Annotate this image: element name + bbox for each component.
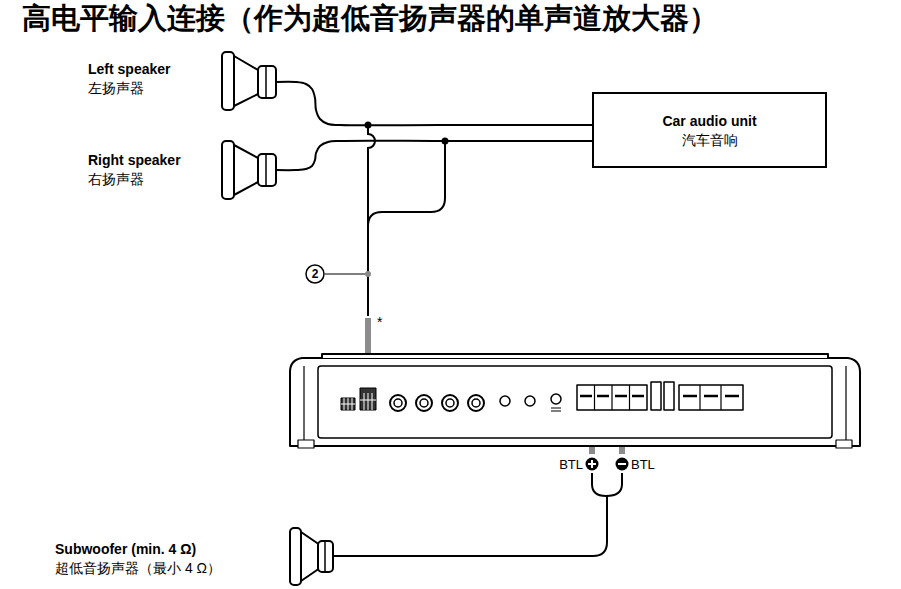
subwoofer-wire: [334, 496, 607, 556]
switch-mark: [551, 408, 561, 411]
power-terminal: [700, 385, 721, 410]
connector-socket: [341, 398, 355, 410]
minus-symbol: [616, 458, 629, 471]
plus-symbol: [591, 460, 593, 468]
terminal-block: [577, 385, 647, 410]
polarity-symbols: [586, 458, 629, 471]
node-heading: Left speaker: [88, 60, 276, 78]
speaker-magnet: [258, 66, 276, 98]
rca-jack: [420, 399, 428, 407]
plus-symbol: [586, 458, 599, 471]
speaker-rim: [222, 52, 234, 110]
rca-jack: [394, 399, 402, 407]
audio-unit-box: Car audio unit汽车音响: [592, 92, 827, 168]
control-knob: [551, 394, 561, 404]
node-subtext: 超低音扬声器（最小 4 Ω）: [55, 559, 333, 577]
high-level-socket: [360, 393, 376, 410]
left-speaker-symbol: [222, 52, 276, 110]
amplifier-foot: [298, 440, 314, 448]
subwoofer-node: Subwoofer (min. 4 Ω)超低音扬声器（最小 4 Ω）: [55, 528, 333, 585]
fuse: [664, 382, 674, 410]
node-subtext: 右扬声器: [88, 170, 276, 188]
amplifier-top: [322, 354, 828, 358]
terminal-label: BTL: [559, 458, 583, 471]
node-heading: Car audio unit: [606, 112, 813, 130]
callout-number: 2: [312, 268, 319, 280]
amplifier-panel: [318, 366, 832, 438]
amplifier-bracket: [845, 366, 846, 440]
high-level-socket: [360, 388, 376, 410]
speaker-rim: [222, 141, 234, 199]
speaker-wire: [276, 82, 592, 126]
control-knob: [525, 396, 535, 406]
rca-jack: [416, 395, 432, 411]
speaker-magnet: [258, 154, 276, 186]
speaker-magnet-line: [324, 541, 326, 572]
tap-wires: [325, 125, 622, 556]
rca-jack: [468, 395, 484, 411]
speaker-node: Left speaker左扬声器: [88, 52, 276, 110]
tap-wire: [368, 141, 445, 226]
terminal-screw: [683, 395, 739, 398]
speaker-magnet-line: [265, 154, 267, 186]
speaker-magnet-line: [265, 66, 267, 98]
node-heading: Subwoofer (min. 4 Ω): [55, 540, 333, 558]
rca-jack: [446, 399, 454, 407]
speaker-wire: [276, 141, 592, 170]
subwoofer-wire: [592, 473, 622, 496]
amplifier-housing: [290, 358, 860, 446]
speaker-cone: [234, 56, 258, 106]
minus-symbol: [618, 463, 626, 465]
amplifier-drawing: [290, 354, 860, 448]
node-subtext: 左扬声器: [88, 79, 276, 97]
fuse: [651, 382, 661, 410]
amplifier-foot: [836, 440, 852, 448]
node-subtext: 汽车音响: [606, 131, 813, 149]
amplifier-bracket: [303, 366, 304, 440]
junction-dot: [365, 271, 371, 277]
rca-jack: [442, 395, 458, 411]
terminal-block: [595, 385, 630, 410]
speaker-magnet: [318, 541, 333, 572]
diagram-title: 高电平输入连接（作为超低音扬声器的单声道放大器）: [22, 0, 718, 36]
connector-socket: [341, 398, 355, 410]
right-speaker-symbol: [222, 141, 276, 199]
control-knob: [500, 396, 510, 406]
terminal-screw: [580, 395, 644, 398]
rca-jack: [390, 395, 406, 411]
rca-jack: [472, 399, 480, 407]
speaker-node: Right speaker右扬声器: [88, 141, 276, 199]
speaker-rim: [290, 528, 301, 585]
callout-circle: [306, 265, 324, 283]
terminal-label: BTL: [631, 458, 655, 471]
power-terminal: [679, 385, 743, 410]
leader-line: [325, 273, 365, 275]
footnote-mark: *: [377, 315, 382, 329]
node-heading: Right speaker: [88, 151, 276, 169]
speaker-cone: [234, 145, 258, 195]
subwoofer-symbol: [290, 528, 333, 585]
